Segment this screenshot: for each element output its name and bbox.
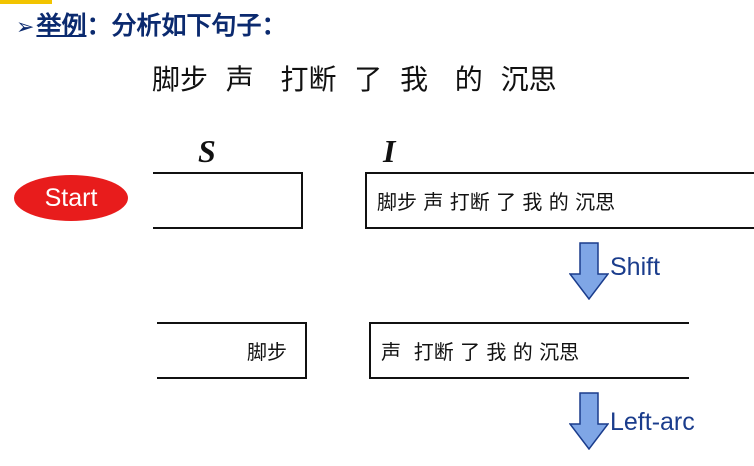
start-node: Start (14, 175, 128, 221)
stack-box-initial (153, 172, 303, 229)
shift-arrow-icon (569, 242, 609, 300)
left-arc-action-label: Left-arc (610, 408, 695, 436)
input-box-after-shift: 声 打断 了 我 的 沉思 (369, 322, 689, 379)
shift-action-label: Shift (610, 253, 661, 281)
stack-column-label: S (198, 133, 216, 169)
left-arc-arrow-icon (569, 392, 609, 450)
section-heading: ➢举例：分析如下句子： (16, 8, 286, 44)
input-box-initial: 脚步 声 打断 了 我 的 沉思 (365, 172, 754, 229)
stack-box-after-shift: 脚步 (157, 322, 307, 379)
input-column-label: I (383, 133, 396, 169)
bullet-arrow-icon: ➢ (16, 15, 35, 40)
heading-text: ：分析如下句子： (86, 11, 287, 40)
example-sentence: 脚步 声 打断 了 我 的 沉思 (152, 63, 557, 96)
title-accent-bar (0, 0, 52, 4)
heading-keyword: 举例 (36, 11, 87, 40)
